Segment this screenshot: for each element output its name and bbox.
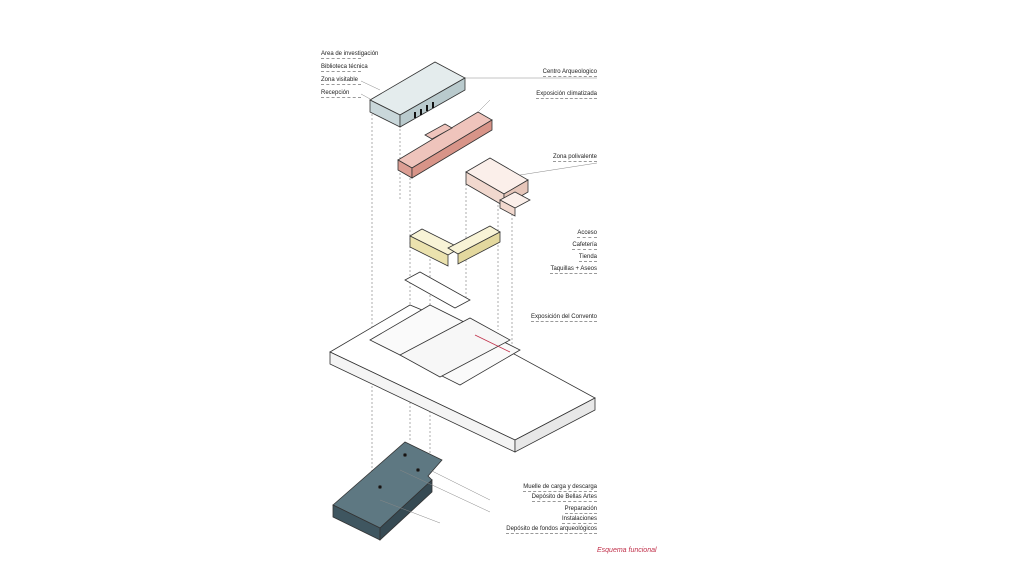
climatized-exhibition-block xyxy=(397,111,493,179)
label-fine-arts-storage: Depósito de Bellas Artes xyxy=(531,494,597,502)
label-shop: Tienda xyxy=(578,254,597,262)
label-ticket-office: Taquillas + Aseos xyxy=(550,266,597,274)
label-archaeological-storage: Depósito de fondos arqueológicos xyxy=(506,526,597,534)
label-research-area: Area de investigación xyxy=(321,51,379,59)
label-access: Acceso xyxy=(577,230,597,238)
leader-lines xyxy=(360,77,598,524)
diagram-caption: Esquema funcional xyxy=(597,547,657,554)
label-technical-library: Biblioteca técnica xyxy=(321,64,368,72)
label-cafeteria: Cafetería xyxy=(572,242,597,250)
label-visitable-zone: Zona visitable xyxy=(321,77,361,85)
label-convent-exhibition: Exposición del Convento xyxy=(530,314,597,322)
research-block xyxy=(369,61,466,128)
convent-base xyxy=(329,271,596,453)
label-loading-dock: Muelle de carga y descarga xyxy=(523,484,597,492)
label-installations: Instalaciones xyxy=(561,516,597,524)
label-preparation: Preparación xyxy=(564,506,597,514)
label-climatized-exhibition: Exposición climatizada xyxy=(536,91,597,99)
label-multipurpose-zone: Zona polivalente xyxy=(552,154,597,162)
multipurpose-block xyxy=(465,157,531,217)
access-block xyxy=(409,225,501,267)
storage-block xyxy=(332,441,443,541)
label-archaeological-center: Centro Arqueologico xyxy=(542,69,597,77)
label-reception: Recepción xyxy=(321,90,361,98)
